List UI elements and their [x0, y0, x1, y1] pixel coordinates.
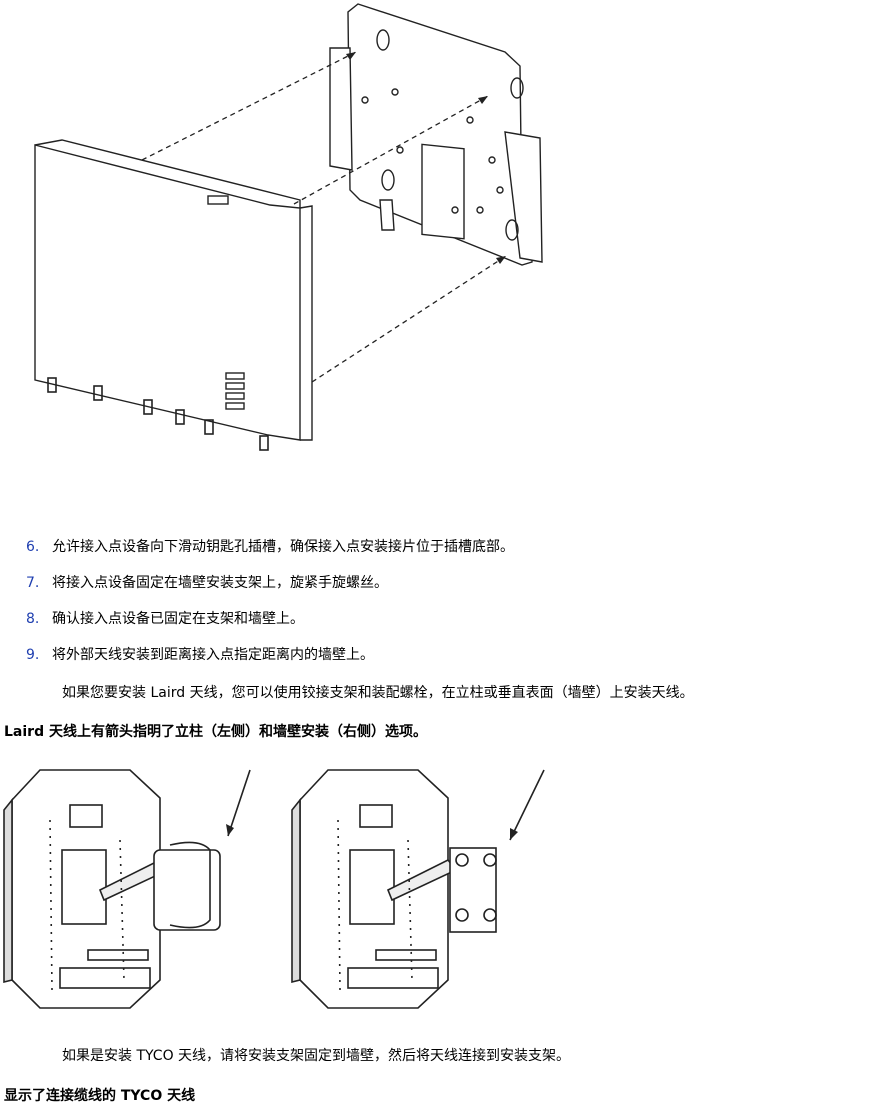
step-text: 将接入点设备固定在墙壁安装支架上，旋紧手旋螺丝。: [52, 575, 388, 591]
step-number: 7.: [26, 573, 52, 593]
step-9: 9.将外部天线安装到距离接入点指定距离内的墙壁上。: [26, 645, 374, 665]
step-number: 8.: [26, 609, 52, 629]
laird-paragraph: 如果您要安装 Laird 天线，您可以使用铰接支架和装配螺栓，在立柱或垂直表面（…: [62, 683, 694, 703]
step-text: 将外部天线安装到距离接入点指定距离内的墙壁上。: [52, 647, 374, 663]
tyco-caption: 显示了连接缆线的 TYCO 天线: [4, 1086, 195, 1106]
laird-antenna-figure: [0, 750, 876, 1030]
laird-caption: Laird 天线上有箭头指明了立柱（左侧）和墙壁安装（右侧）选项。: [4, 722, 427, 742]
step-text: 允许接入点设备向下滑动钥匙孔插槽，确保接入点安装接片位于插槽底部。: [52, 539, 514, 555]
step-6: 6.允许接入点设备向下滑动钥匙孔插槽，确保接入点安装接片位于插槽底部。: [26, 537, 514, 557]
step-number: 6.: [26, 537, 52, 557]
access-point-mounting-figure: [0, 0, 876, 490]
step-8: 8.确认接入点设备已固定在支架和墙壁上。: [26, 609, 304, 629]
step-number: 9.: [26, 645, 52, 665]
tyco-paragraph: 如果是安装 TYCO 天线，请将安装支架固定到墙壁，然后将天线连接到安装支架。: [62, 1046, 570, 1066]
access-point-device: [35, 145, 300, 440]
laird-antenna-wall-mount: [292, 770, 496, 1008]
laird-antenna-pole-mount: [4, 770, 220, 1008]
step-7: 7.将接入点设备固定在墙壁安装支架上，旋紧手旋螺丝。: [26, 573, 388, 593]
step-text: 确认接入点设备已固定在支架和墙壁上。: [52, 611, 304, 627]
